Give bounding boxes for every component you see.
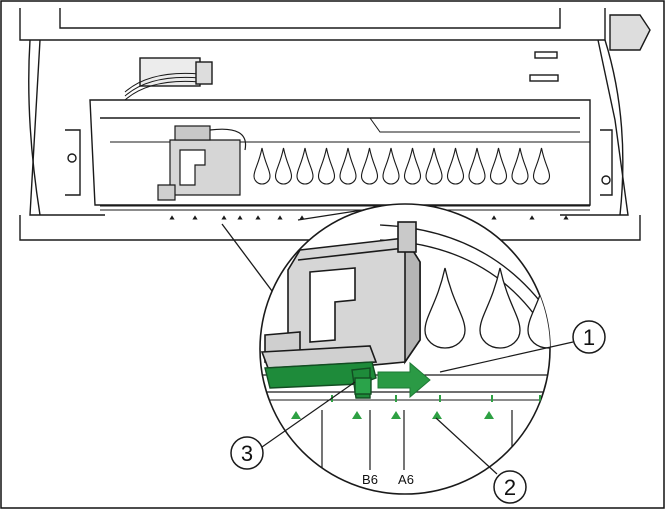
droplet [511,147,529,185]
size-marker [192,215,198,220]
size-marker [221,215,227,220]
droplet [339,147,357,185]
size-marker [237,215,243,220]
printer-overview [19,8,651,241]
paper-guide-markers [291,411,494,419]
size-label-b6: B6 [362,472,378,487]
size-marker [169,215,175,220]
droplet [532,147,551,185]
green-marker [352,411,362,419]
droplet [317,147,336,185]
droplet [296,147,314,185]
size-marker [491,215,497,220]
droplet [468,147,486,185]
droplet [479,267,521,349]
numbered-circle-icon [230,436,264,470]
size-marker [277,215,283,220]
droplet [382,147,400,185]
callout-leaders [261,341,574,475]
paper-guide-lever [264,361,377,399]
droplet [253,147,271,185]
cartridge-zoom [260,221,421,373]
callout-3: 3 [230,436,264,470]
green-marker [484,411,494,419]
callouts: 1 2 3 [230,320,606,504]
numbered-circle-icon [572,320,606,354]
droplet [360,147,379,185]
size-label-a6: A6 [398,472,414,487]
zoom-detail [260,221,550,494]
droplet [274,147,293,185]
printer-top-cover [19,8,606,41]
overview-size-markers [169,215,569,220]
droplet-row [253,147,551,185]
droplet [446,147,465,185]
size-marker [529,215,535,220]
size-marker [563,215,569,220]
right-arrow-icon [377,361,431,399]
droplet [425,147,443,185]
callout-2-label: 2 [504,475,516,500]
callout-2: 2 [493,470,527,504]
callout-1-label: 1 [583,325,595,350]
cartridge-overview [157,125,247,201]
callout-3-label: 3 [241,441,253,466]
droplet [403,147,422,185]
numbered-circle-icon [493,470,527,504]
size-marker [255,215,261,220]
green-marker [291,411,301,419]
green-marker [391,411,401,419]
droplet [489,147,508,185]
callout-1: 1 [572,320,606,354]
droplet [424,267,466,349]
size-marker [299,215,305,220]
green-marker [432,411,442,419]
